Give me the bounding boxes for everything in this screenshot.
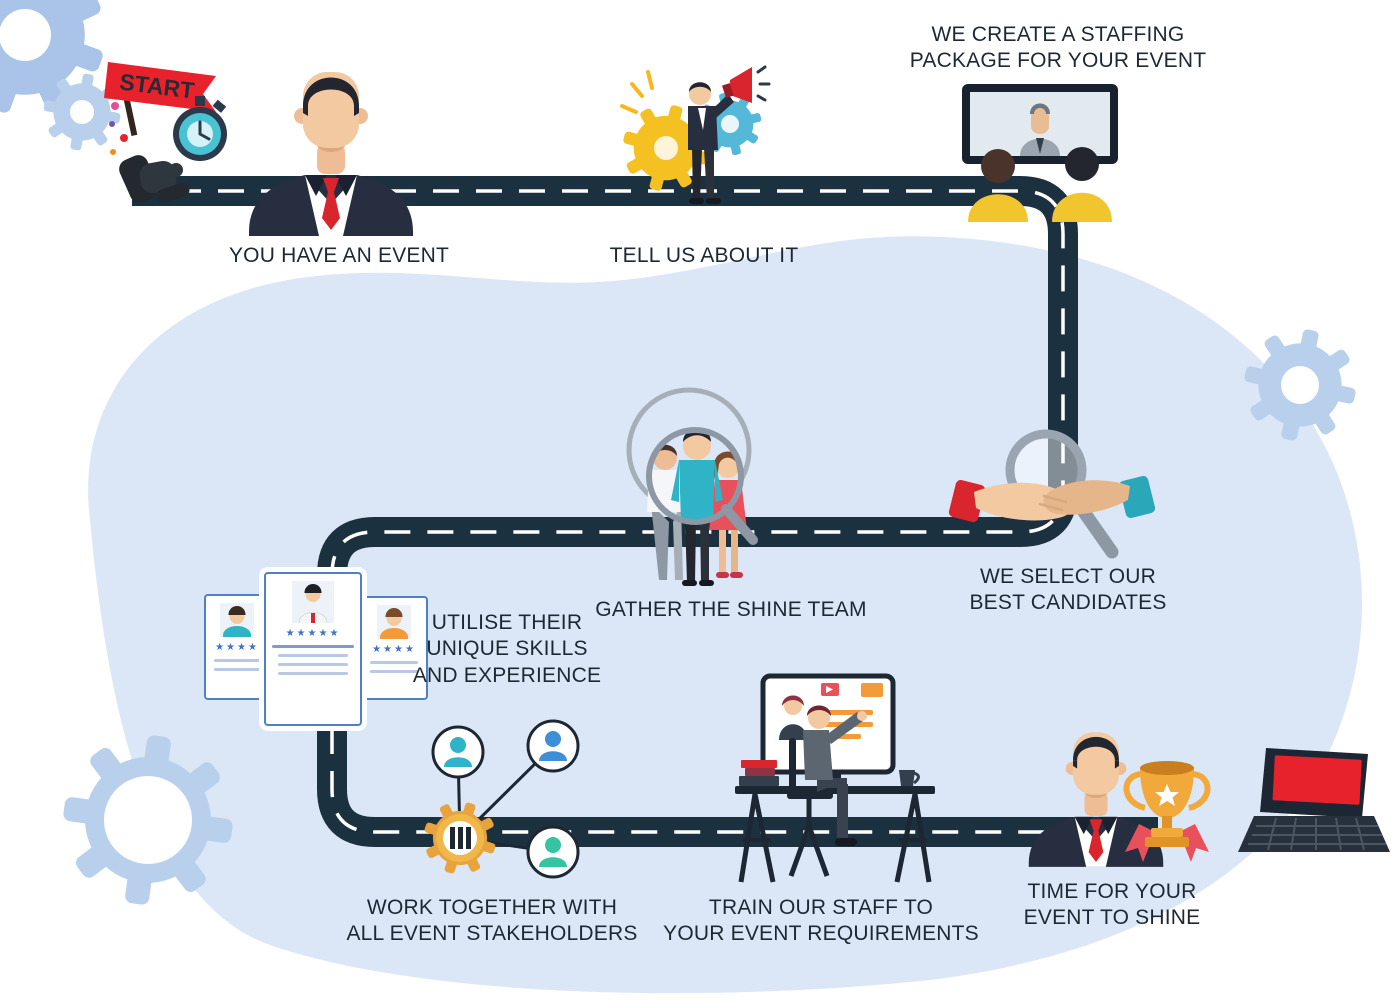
blue-gear-icon — [686, 80, 774, 168]
stopwatch-icon — [173, 96, 227, 161]
training-desk — [735, 786, 935, 883]
training-icon — [735, 673, 935, 883]
announcer-person — [688, 65, 771, 204]
star-rating: ★★★★ — [372, 644, 416, 655]
hand-icon — [119, 155, 190, 204]
label-you-have-an-event: YOU HAVE AN EVENT — [228, 244, 450, 267]
label-time-to-shine: TIME FOR YOUR EVENT TO SHINE — [1023, 880, 1201, 930]
team-magnifier-icon — [646, 427, 758, 545]
background-blob — [88, 236, 1363, 994]
star-rating: ★★★★ — [215, 642, 259, 653]
candidate-photo — [220, 603, 254, 637]
trophy-icon — [1123, 761, 1211, 862]
yellow-gear-icon — [612, 94, 720, 202]
businessman-icon — [249, 72, 413, 236]
team-member-left — [647, 444, 685, 580]
tell-us-icon — [612, 65, 774, 204]
team-member-center — [671, 429, 723, 586]
finish-laptop-icon — [1238, 748, 1390, 852]
desk-books — [739, 760, 779, 786]
label-work-together: WORK TOGETHER WITH ALL EVENT STAKEHOLDER… — [346, 896, 638, 946]
stakeholder-node-green — [526, 825, 580, 879]
resume-cards: ★★★★ ★★★★★ ★★★★ — [198, 570, 440, 736]
label-gather-team: GATHER THE SHINE TEAM — [595, 598, 867, 621]
stakeholder-gear-icon — [414, 792, 506, 884]
handshake-icon — [948, 475, 1156, 523]
spark-lines — [620, 70, 654, 114]
label-utilise-skills: UTILISE THEIR UNIQUE SKILLS AND EXPERIEN… — [412, 611, 602, 687]
resume-card: ★★★★ — [360, 596, 428, 700]
candidate-photo — [292, 581, 334, 623]
stakeholders-icon — [414, 719, 580, 884]
screen-presenter — [1020, 103, 1060, 156]
label-select-candidates: WE SELECT OUR BEST CANDIDATES — [969, 565, 1167, 615]
select-candidates-icon — [948, 429, 1156, 559]
finish-banner — [1269, 752, 1365, 808]
star-rating: ★★★★★ — [285, 628, 341, 639]
stakeholder-node-blue — [526, 719, 580, 773]
start-flag — [104, 62, 216, 112]
seated-trainee — [787, 705, 867, 877]
decor-gear-top-left — [0, 0, 129, 157]
label-train-staff: TRAIN OUR STAFF TO YOUR EVENT REQUIREMEN… — [663, 896, 979, 946]
start-icon: START — [104, 62, 227, 204]
decor-gear-bottom-left — [52, 724, 244, 916]
candidate-photo — [377, 605, 411, 639]
resume-card: ★★★★★ — [264, 572, 362, 726]
resume-card: ★★★★ — [204, 594, 270, 700]
label-staffing-package: WE CREATE A STAFFING PACKAGE FOR YOUR EV… — [909, 23, 1207, 73]
staffing-package-icon — [962, 84, 1118, 222]
stakeholder-node-teal — [431, 725, 485, 779]
label-tell-us-about-it: TELL US ABOUT IT — [609, 244, 799, 267]
gather-team-icon — [626, 387, 758, 586]
road-dashes — [132, 189, 1158, 834]
coffee-mug-icon — [899, 770, 920, 786]
megaphone-icon — [722, 65, 771, 103]
keyboard-grid — [1248, 817, 1386, 851]
audience — [968, 147, 1112, 222]
decor-gear-right — [1233, 318, 1367, 452]
